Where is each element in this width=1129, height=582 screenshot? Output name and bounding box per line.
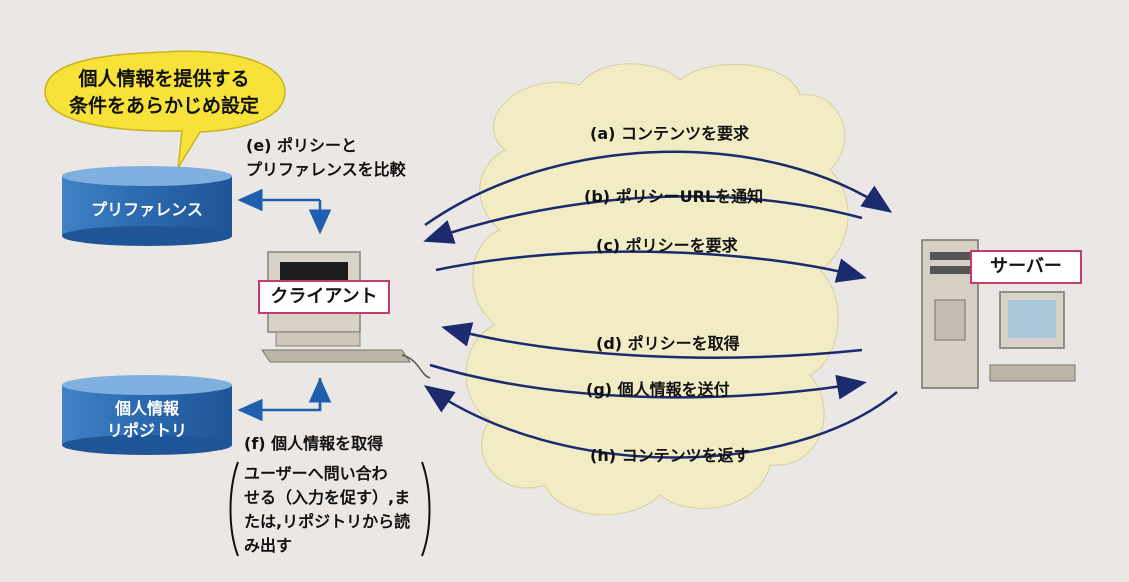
arrow-c xyxy=(435,250,867,283)
flow-arrows xyxy=(423,150,898,459)
bubble-line-1: 個人情報を提供する xyxy=(78,68,250,90)
step-f-note-2: せる（入力を促す）,ま xyxy=(244,488,411,507)
repository-database xyxy=(62,375,232,455)
server-computer xyxy=(921,239,1076,389)
client-label: クライアント xyxy=(258,280,390,314)
step-f-note-3: たは,リポジトリから読 xyxy=(244,512,411,531)
step-f-note: ユーザーへ問い合わ せる（入力を促す）,ま たは,リポジトリから読 み出す xyxy=(244,462,410,558)
arrow-h xyxy=(423,385,898,459)
arrow-d-label: (d) ポリシーを取得 xyxy=(596,334,740,353)
arrow-b xyxy=(423,195,863,244)
step-e-label: (e) ポリシーと プリファレンスを比較 xyxy=(246,134,406,182)
arrow-a xyxy=(424,150,893,227)
preference-database xyxy=(62,166,232,246)
arrow-a-label: (a) コンテンツを要求 xyxy=(590,124,749,143)
arrow-b-label: (b) ポリシーURLを通知 xyxy=(584,187,764,206)
condition-bubble-text: 個人情報を提供する 条件をあらかじめ設定 xyxy=(54,66,274,120)
bubble-line-2: 条件をあらかじめ設定 xyxy=(68,95,259,117)
arrow-g xyxy=(429,363,867,400)
repository-label-line-2: リポジトリ xyxy=(106,421,187,440)
arrow-h-label: (h) コンテンツを返す xyxy=(590,446,750,465)
step-e-line-2: プリファレンスを比較 xyxy=(246,160,406,179)
server-label: サーバー xyxy=(970,250,1082,284)
arrow-g-label: (g) 個人情報を送付 xyxy=(586,380,730,399)
client-computer xyxy=(261,251,431,379)
step-f-label: (f) 個人情報を取得 xyxy=(244,434,384,453)
arrow-d xyxy=(441,322,863,359)
connector-lines xyxy=(237,188,332,422)
step-f-note-1: ユーザーへ問い合わ xyxy=(244,464,388,483)
arrow-c-label: (c) ポリシーを要求 xyxy=(596,236,738,255)
step-f-note-4: み出す xyxy=(244,536,293,555)
note-bracket-left xyxy=(229,461,239,557)
step-e-line-1: (e) ポリシーと xyxy=(246,136,358,155)
preference-label: プリファレンス xyxy=(91,200,203,219)
repository-label: 個人情報 リポジトリ xyxy=(62,398,232,442)
repository-label-line-1: 個人情報 xyxy=(114,399,179,418)
condition-bubble xyxy=(44,50,286,169)
note-bracket-right xyxy=(421,461,431,557)
